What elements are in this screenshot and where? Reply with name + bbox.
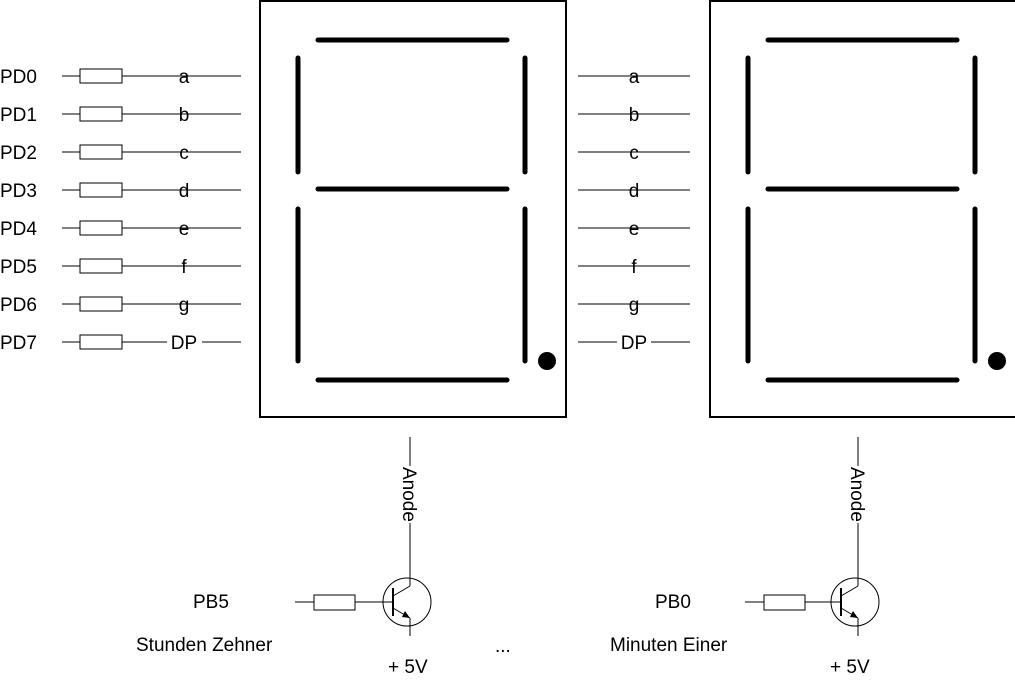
- resistor-pd0: [79, 68, 123, 84]
- display-frame-right: [709, 0, 1015, 418]
- anode-label-right: Anode: [846, 467, 867, 522]
- anode-label-left: Anode: [398, 467, 419, 522]
- port-label-pd7: PD7: [0, 333, 37, 354]
- port-row-pd5: PD5 f: [0, 257, 241, 278]
- port-row-pd4: PD4 e: [0, 219, 241, 240]
- segment-label-a-middle: a: [629, 67, 640, 88]
- resistor-pd2: [79, 144, 123, 160]
- middle-segment-row-c: c: [578, 143, 690, 164]
- port-row-pd0: PD0 a: [0, 67, 241, 88]
- digit-name-right: Minuten Einer: [610, 635, 728, 656]
- segment-label-e-left: e: [179, 219, 190, 240]
- segment-label-e-middle: e: [629, 219, 640, 240]
- supply-label-left: + 5V: [388, 657, 428, 678]
- port-label-pd1: PD1: [0, 105, 37, 126]
- emitter-arrow-left: [402, 611, 410, 618]
- middle-segment-row-dp: DP: [578, 333, 690, 354]
- seven-segment-display-right: [709, 0, 1015, 418]
- port-row-pd3: PD3 d: [0, 181, 241, 202]
- segment-label-f-middle: f: [631, 257, 637, 278]
- middle-segment-row-e: e: [578, 219, 690, 240]
- decimal-point-right: [988, 352, 1006, 370]
- decimal-point-left: [538, 352, 556, 370]
- segment-label-b-middle: b: [629, 105, 640, 126]
- transistor-driver-right: Anode PB0 Minuten Einer + 5V: [610, 437, 880, 678]
- port-row-pd6: PD6 g: [0, 295, 241, 316]
- resistor-pd4: [79, 220, 123, 236]
- segment-label-f-left: f: [181, 257, 187, 278]
- display-frame-left: [259, 0, 567, 418]
- base-resistor-right: [763, 594, 806, 611]
- segment-label-c-left: c: [179, 143, 189, 164]
- middle-segment-row-b: b: [578, 105, 690, 126]
- port-row-pd7: PD7 DP: [0, 333, 241, 354]
- transistor-driver-left: Anode PB5 Stunden Zehner + 5V: [136, 437, 432, 678]
- resistor-pd7: [79, 334, 123, 350]
- resistor-pd1: [79, 106, 123, 122]
- port-label-pd3: PD3: [0, 181, 37, 202]
- segment-label-d-middle: d: [629, 181, 640, 202]
- segment-label-dp-middle: DP: [621, 333, 647, 354]
- port-label-pd0: PD0: [0, 67, 37, 88]
- port-row-pd2: PD2 c: [0, 143, 241, 164]
- supply-label-right: + 5V: [830, 657, 870, 678]
- segment-label-g-left: g: [179, 295, 190, 316]
- resistor-pd5: [79, 258, 123, 274]
- seven-segment-display-left: [259, 0, 567, 418]
- digit-name-left: Stunden Zehner: [136, 635, 273, 656]
- middle-segment-row-f: f: [578, 257, 690, 278]
- segment-label-d-left: d: [179, 181, 190, 202]
- control-pin-label-right: PB0: [655, 592, 691, 613]
- port-label-pd4: PD4: [0, 219, 37, 240]
- segment-label-dp-left: DP: [171, 333, 197, 354]
- port-label-pd2: PD2: [0, 143, 37, 164]
- base-resistor-left: [313, 594, 356, 611]
- middle-segment-row-a: a: [578, 67, 690, 88]
- middle-segment-row-g: g: [578, 295, 690, 316]
- port-row-pd1: PD1 b: [0, 105, 241, 126]
- port-label-pd6: PD6: [0, 295, 37, 316]
- resistor-pd6: [79, 296, 123, 312]
- control-pin-label-left: PB5: [193, 592, 229, 613]
- segment-label-b-left: b: [179, 105, 190, 126]
- segment-label-c-middle: c: [629, 143, 639, 164]
- ellipsis-label: ...: [495, 636, 511, 657]
- segment-label-a-left: a: [179, 67, 190, 88]
- port-label-pd5: PD5: [0, 257, 37, 278]
- segment-label-g-middle: g: [629, 295, 640, 316]
- emitter-arrow-right: [850, 611, 858, 618]
- middle-segment-row-d: d: [578, 181, 690, 202]
- resistor-pd3: [79, 182, 123, 198]
